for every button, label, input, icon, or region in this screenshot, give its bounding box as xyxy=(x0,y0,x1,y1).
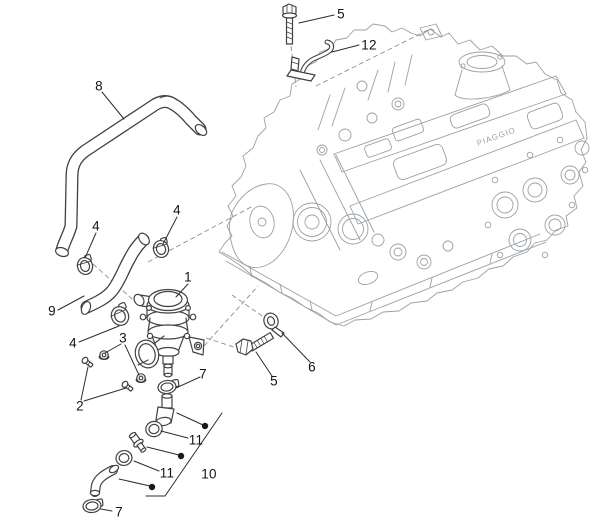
callout-1: 1 xyxy=(184,269,192,285)
engine-illustration: PIAGGIO xyxy=(218,23,590,327)
part-elbow-fitting-10 xyxy=(155,393,175,427)
callout-7-top: 7 xyxy=(199,366,207,382)
callout-7-bottom: 7 xyxy=(115,504,123,520)
callout-11-upper: 11 xyxy=(188,432,204,448)
callout-5-bottom: 5 xyxy=(270,373,278,389)
part-screw-2a xyxy=(81,356,94,368)
callout-12: 12 xyxy=(361,37,377,53)
part-bolt-5-top xyxy=(281,3,298,45)
part-clamp-4-bottom xyxy=(110,301,130,326)
part-hose-9 xyxy=(80,232,150,315)
part-elbow-hose-10 xyxy=(89,464,120,497)
part-ring-11-upper xyxy=(145,420,163,438)
part-clamp-4-left xyxy=(76,253,94,276)
callout-4-right: 4 xyxy=(173,202,181,218)
callout-5-top: 5 xyxy=(337,6,345,22)
callout-4-left: 4 xyxy=(92,218,100,234)
leader-lines xyxy=(57,14,360,512)
part-ring-11-lower xyxy=(115,449,133,467)
part-clamp-6 xyxy=(263,312,285,338)
callout-8: 8 xyxy=(95,78,103,94)
leader-dots xyxy=(148,422,209,491)
part-air-valve-1 xyxy=(133,288,205,378)
callout-2: 2 xyxy=(76,398,84,414)
callout-9: 9 xyxy=(48,303,56,319)
part-clamp-7-bottom xyxy=(82,498,104,514)
part-bracket-12 xyxy=(286,39,335,82)
part-bolt-5-bottom xyxy=(235,331,275,356)
callout-10: 10 xyxy=(201,466,217,482)
part-clamp-4-right xyxy=(152,236,170,259)
callout-6: 6 xyxy=(308,359,316,375)
part-hose-8 xyxy=(54,95,208,258)
part-screw-2b xyxy=(121,380,134,392)
callout-4-bottom: 4 xyxy=(69,335,77,351)
callout-3: 3 xyxy=(119,330,127,346)
part-nut-3b xyxy=(135,373,147,384)
part-barb-fitting-10 xyxy=(128,431,147,453)
callout-11-lower: 11 xyxy=(159,465,175,481)
part-clamp-7-top xyxy=(157,378,180,395)
